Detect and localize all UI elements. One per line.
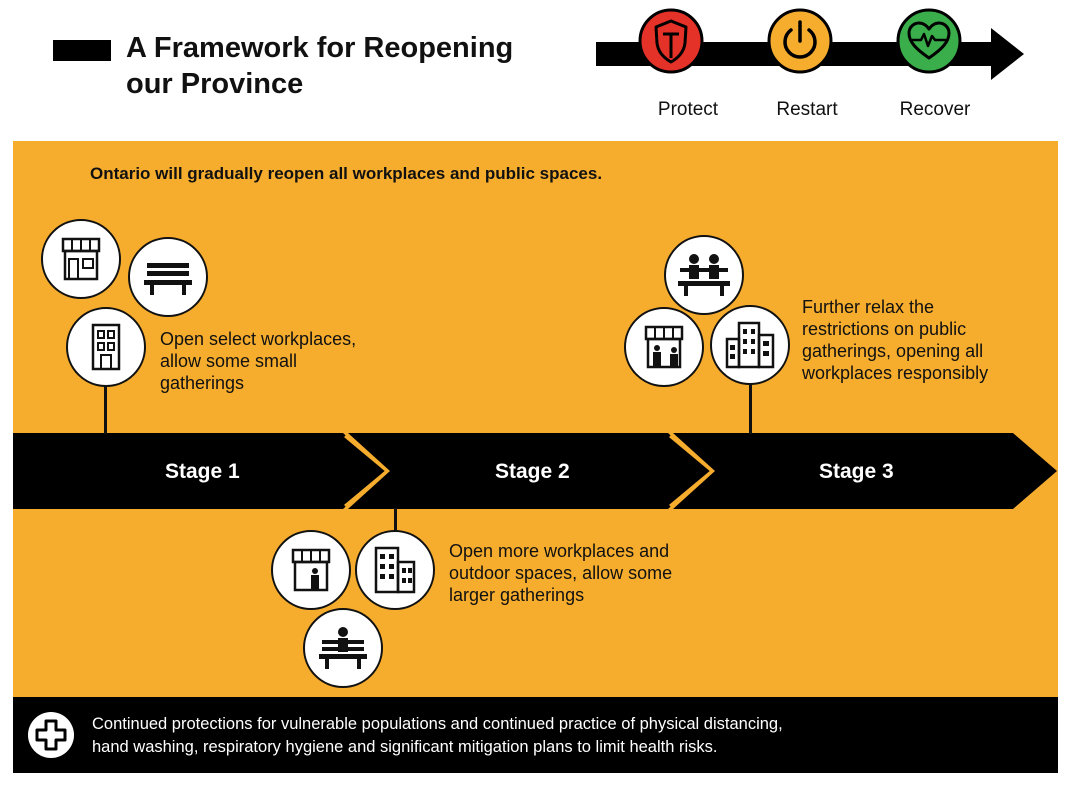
stage-1-description-line: Open select workplaces, — [160, 329, 357, 349]
intro-text: Ontario will gradually reopen all workpl… — [90, 164, 603, 183]
heart-pulse-icon — [896, 8, 962, 74]
stage-2-label: Stage 2 — [495, 460, 570, 483]
medical-cross-icon — [28, 712, 74, 758]
phase-label-restart: Restart — [776, 99, 838, 120]
stage-3-description: Further relax the restrictions on public… — [802, 296, 988, 384]
stage-1-label: Stage 1 — [165, 460, 240, 483]
office-buildings-icon — [710, 305, 790, 385]
stage-1-description-line: gatherings — [160, 373, 245, 393]
stage-2-connector — [394, 508, 397, 538]
framework-panel — [13, 141, 1058, 697]
storefront-icon — [41, 219, 121, 299]
stage-1-connector — [104, 370, 107, 434]
storefront-person-icon — [271, 530, 351, 610]
storefront-people-icon — [624, 307, 704, 387]
stage-3-description-line: Further relax the — [802, 297, 935, 317]
stage-3-connector — [749, 370, 752, 434]
stage-3-description-line: workplaces responsibly — [802, 363, 989, 383]
title-line-2: our Province — [126, 68, 304, 100]
phase-label-protect: Protect — [657, 99, 719, 120]
stage-3-description-line: restrictions on public — [802, 319, 967, 339]
footer-text: Continued protections for vulnerable pop… — [92, 713, 1052, 759]
stage-timeline — [13, 433, 1057, 509]
shield-icon — [638, 8, 704, 74]
person-on-bench-icon — [303, 608, 383, 688]
stage-2-description: Open more workplaces and outdoor spaces,… — [449, 540, 672, 606]
stage-2-description-line: Open more workplaces and — [449, 541, 670, 561]
park-bench-icon — [128, 237, 208, 317]
stage-3-label: Stage 3 — [819, 460, 894, 483]
page-title: A Framework for Reopening our Province — [126, 30, 513, 102]
office-building-icon — [355, 530, 435, 610]
stage-3-description-line: gatherings, opening all — [802, 341, 984, 361]
people-on-bench-icon — [664, 235, 744, 315]
phase-label-recover: Recover — [899, 99, 971, 120]
footer-line-1: Continued protections for vulnerable pop… — [92, 715, 783, 733]
stage-1-description: Open select workplaces, allow some small… — [160, 328, 356, 394]
office-building-icon — [66, 307, 146, 387]
footer-line-2: hand washing, respiratory hygiene and si… — [92, 738, 718, 756]
stage-2-description-line: outdoor spaces, allow some — [449, 563, 673, 583]
title-accent-bar — [53, 40, 111, 61]
stage-2-description-line: larger gatherings — [449, 585, 585, 605]
footer-banner — [13, 697, 1058, 773]
title-line-1: A Framework for Reopening — [126, 32, 514, 64]
stage-1-description-line: allow some small — [160, 351, 298, 371]
power-icon — [767, 8, 833, 74]
